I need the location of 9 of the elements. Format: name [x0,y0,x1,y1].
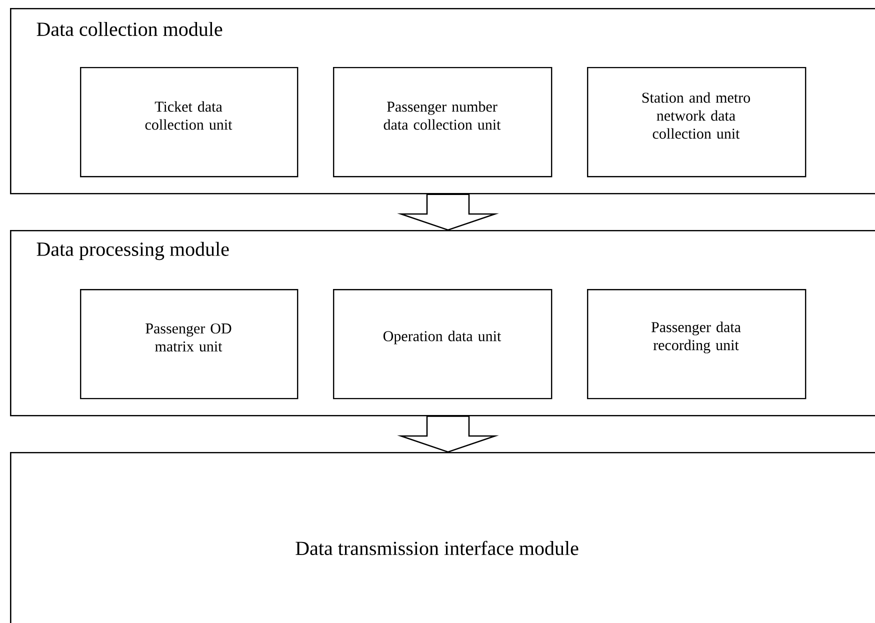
unit-box: Passenger data recording unit [587,288,806,400]
unit-box: Ticket data collection unit [80,66,298,178]
block-arrow [397,416,499,453]
unit-box: Operation data unit [333,288,552,400]
module-box: Data transmission interface module [10,452,875,623]
block-arrow [397,194,499,231]
unit-box: Passenger OD matrix unit [80,288,298,400]
unit-box: Passenger number data collection unit [333,66,552,178]
unit-box: Station and metro network data collection unit [587,66,806,178]
